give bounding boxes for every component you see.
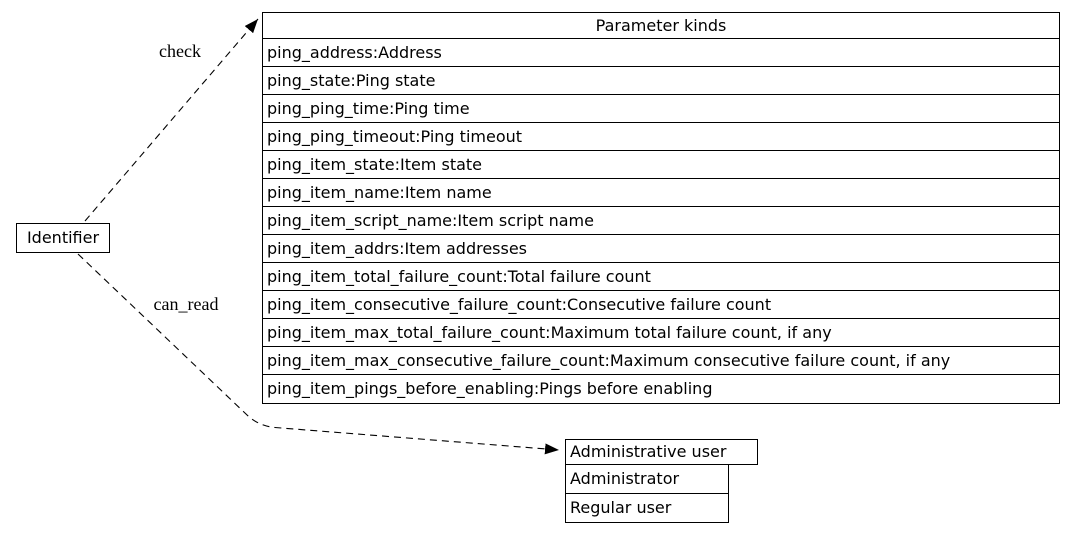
table-row: ping_item_script_name:Item script name <box>263 207 1059 235</box>
table-row: Administrator <box>565 464 729 494</box>
table-row: ping_address:Address <box>263 39 1059 67</box>
table-row: ping_ping_timeout:Ping timeout <box>263 123 1059 151</box>
table-row: ping_item_addrs:Item addresses <box>263 235 1059 263</box>
table-row: ping_item_total_failure_count:Total fail… <box>263 263 1059 291</box>
table-row: ping_item_state:Item state <box>263 151 1059 179</box>
table-row: Regular user <box>565 493 729 523</box>
parameter-kinds-table: Parameter kinds ping_address:Address pin… <box>262 12 1060 404</box>
table-row: ping_item_pings_before_enabling:Pings be… <box>267 379 713 398</box>
check-edge-label: check <box>159 41 201 61</box>
table-row: ping_item_max_consecutive_failure_count:… <box>263 347 1059 375</box>
identifier-node: Identifier <box>16 223 110 253</box>
parameter-kinds-title: Parameter kinds <box>263 13 1059 39</box>
administrative-user-title: Administrative user <box>565 439 758 465</box>
table-row: ping_item_consecutive_failure_count:Cons… <box>263 291 1059 319</box>
table-row: ping_state:Ping state <box>263 67 1059 95</box>
can-read-edge-label: can_read <box>153 294 219 314</box>
table-row: ping_ping_time:Ping time <box>263 95 1059 123</box>
table-row: ping_item_name:Item name <box>263 179 1059 207</box>
table-row: ping_item_max_total_failure_count:Maximu… <box>263 319 1059 347</box>
